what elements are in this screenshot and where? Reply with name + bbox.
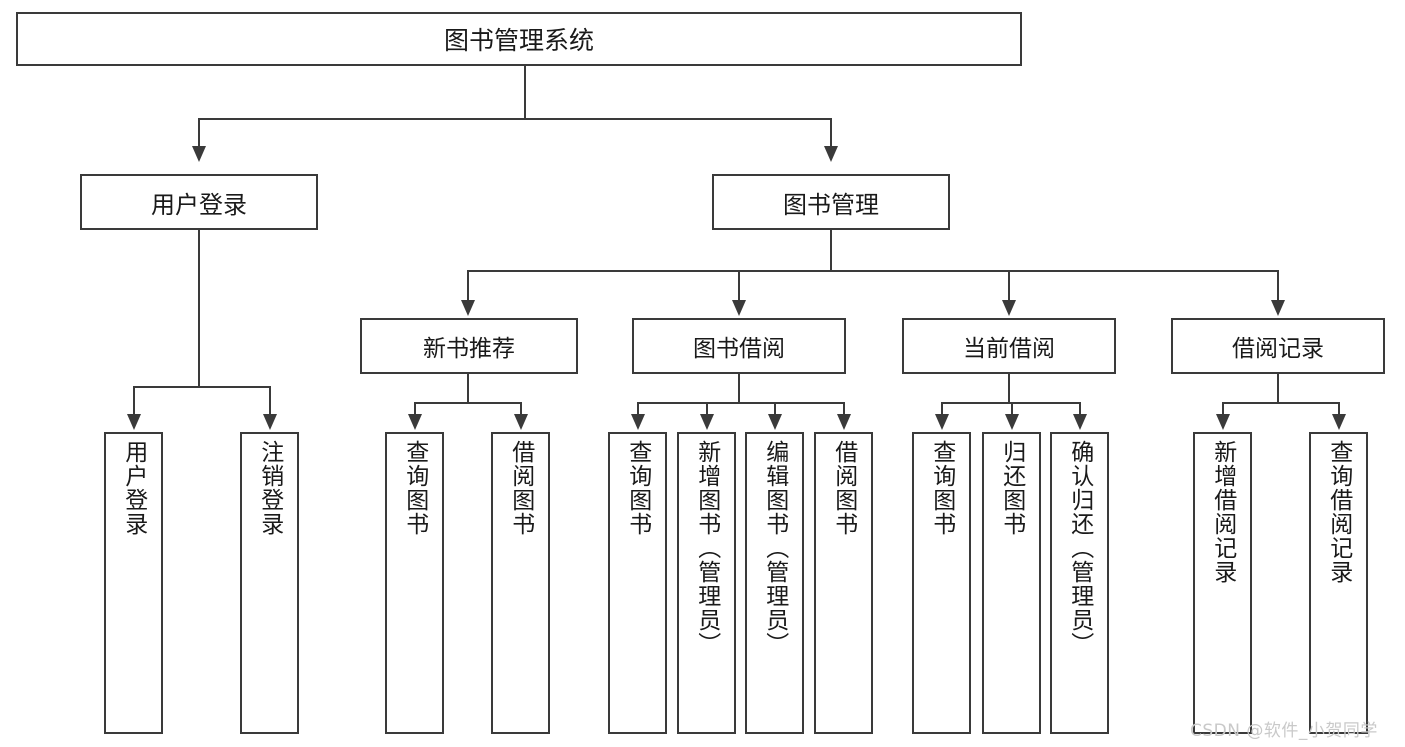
leaf-logout[interactable]: 注销登录 (240, 432, 299, 734)
edge-bm-to-borrow-record (1277, 270, 1279, 303)
arrowhead-br-query-record (1332, 414, 1346, 430)
node-user-login[interactable]: 用户登录 (80, 174, 318, 230)
arrowhead-cb-return-book (1005, 414, 1019, 430)
edge-bb-to-leaf-4 (843, 402, 845, 417)
edge-borrow-record-bus (1222, 402, 1340, 404)
node-label: 用户登录 (151, 190, 247, 219)
leaf-br-add-record[interactable]: 新增借阅记录 (1193, 432, 1252, 734)
leaf-br-query-record[interactable]: 查询借阅记录 (1309, 432, 1368, 734)
arrowhead-nb-query-book (408, 414, 422, 430)
node-label: 借阅记录 (1232, 336, 1324, 362)
node-label: 图书管理 (783, 190, 879, 219)
edge-book-borrow-stem (738, 374, 740, 404)
arrowhead-bb-query-book (631, 414, 645, 430)
edge-book-management-bus (467, 270, 1279, 272)
leaf-label: 归还图书 (998, 440, 1025, 536)
arrowhead-cb-confirm-return (1073, 414, 1087, 430)
leaf-label: 查询借阅记录 (1325, 440, 1352, 584)
arrowhead-new-book-recommend (461, 300, 475, 316)
leaf-user-login[interactable]: 用户登录 (104, 432, 163, 734)
arrowhead-leaf-logout (263, 414, 277, 430)
node-new-book-recommend[interactable]: 新书推荐 (360, 318, 578, 374)
node-book-management[interactable]: 图书管理 (712, 174, 950, 230)
csdn-watermark: CSDN @软件_小贺同学 (1190, 721, 1378, 741)
edge-root-stem (524, 66, 526, 119)
leaf-label: 注销登录 (256, 440, 283, 536)
arrowhead-book-management (824, 146, 838, 162)
arrowhead-cb-query-book (935, 414, 949, 430)
edge-book-management-stem (830, 230, 832, 272)
edge-user-login-to-leaf-1 (133, 386, 135, 417)
leaf-bb-edit-book[interactable]: 编辑图书（管理员） (745, 432, 804, 734)
edge-bb-to-leaf-2 (706, 402, 708, 417)
leaf-cb-return-book[interactable]: 归还图书 (982, 432, 1041, 734)
edge-nb-to-leaf-1 (414, 402, 416, 417)
edge-bm-to-book-borrow (738, 270, 740, 303)
edge-br-to-leaf-1 (1222, 402, 1224, 417)
edge-user-login-to-leaf-2 (269, 386, 271, 417)
node-book-borrow[interactable]: 图书借阅 (632, 318, 846, 374)
edge-new-book-bus (414, 402, 522, 404)
leaf-label: 查询图书 (928, 440, 955, 536)
leaf-label: 查询图书 (624, 440, 651, 536)
arrowhead-bb-borrow-book (837, 414, 851, 430)
leaf-nb-query-book[interactable]: 查询图书 (385, 432, 444, 734)
arrowhead-bb-edit-book (768, 414, 782, 430)
edge-nb-to-leaf-2 (520, 402, 522, 417)
arrowhead-user-login (192, 146, 206, 162)
edge-user-login-bus (133, 386, 270, 388)
node-current-borrow[interactable]: 当前借阅 (902, 318, 1116, 374)
leaf-cb-query-book[interactable]: 查询图书 (912, 432, 971, 734)
edge-user-login-stem (198, 230, 200, 388)
node-root-book-management-system[interactable]: 图书管理系统 (16, 12, 1022, 66)
leaf-bb-add-book[interactable]: 新增图书（管理员） (677, 432, 736, 734)
leaf-label: 编辑图书（管理员） (761, 440, 788, 656)
leaf-label: 确认归还（管理员） (1066, 440, 1093, 656)
leaf-label: 新增图书（管理员） (693, 440, 720, 656)
leaf-bb-query-book[interactable]: 查询图书 (608, 432, 667, 734)
edge-cb-to-leaf-2 (1011, 402, 1013, 417)
edge-root-to-user-login (198, 118, 200, 150)
arrowhead-nb-borrow-book (514, 414, 528, 430)
edge-bb-to-leaf-1 (637, 402, 639, 417)
leaf-label: 借阅图书 (507, 440, 534, 536)
arrowhead-borrow-record (1271, 300, 1285, 316)
node-label: 当前借阅 (963, 336, 1055, 362)
leaf-nb-borrow-book[interactable]: 借阅图书 (491, 432, 550, 734)
node-borrow-record[interactable]: 借阅记录 (1171, 318, 1385, 374)
arrowhead-br-add-record (1216, 414, 1230, 430)
edge-bb-to-leaf-3 (774, 402, 776, 417)
arrowhead-book-borrow (732, 300, 746, 316)
edge-cb-to-leaf-3 (1079, 402, 1081, 417)
edge-bm-to-current-borrow (1008, 270, 1010, 303)
node-label: 新书推荐 (423, 336, 515, 362)
leaf-cb-confirm-return[interactable]: 确认归还（管理员） (1050, 432, 1109, 734)
leaf-label: 新增借阅记录 (1209, 440, 1236, 584)
node-label: 图书管理系统 (443, 26, 594, 55)
edge-current-borrow-stem (1008, 374, 1010, 404)
node-label: 图书借阅 (693, 336, 785, 362)
arrowhead-bb-add-book (700, 414, 714, 430)
arrowhead-leaf-user-login (127, 414, 141, 430)
edge-new-book-stem (467, 374, 469, 404)
edge-cb-to-leaf-1 (941, 402, 943, 417)
edge-root-bus (198, 118, 832, 120)
leaf-bb-borrow-book[interactable]: 借阅图书 (814, 432, 873, 734)
leaf-label: 用户登录 (120, 440, 147, 536)
edge-book-borrow-bus (637, 402, 845, 404)
edge-borrow-record-stem (1277, 374, 1279, 404)
edge-bm-to-new-book (467, 270, 469, 303)
edge-root-to-book-management (830, 118, 832, 150)
arrowhead-current-borrow (1002, 300, 1016, 316)
leaf-label: 查询图书 (401, 440, 428, 536)
edge-br-to-leaf-2 (1338, 402, 1340, 417)
leaf-label: 借阅图书 (830, 440, 857, 536)
